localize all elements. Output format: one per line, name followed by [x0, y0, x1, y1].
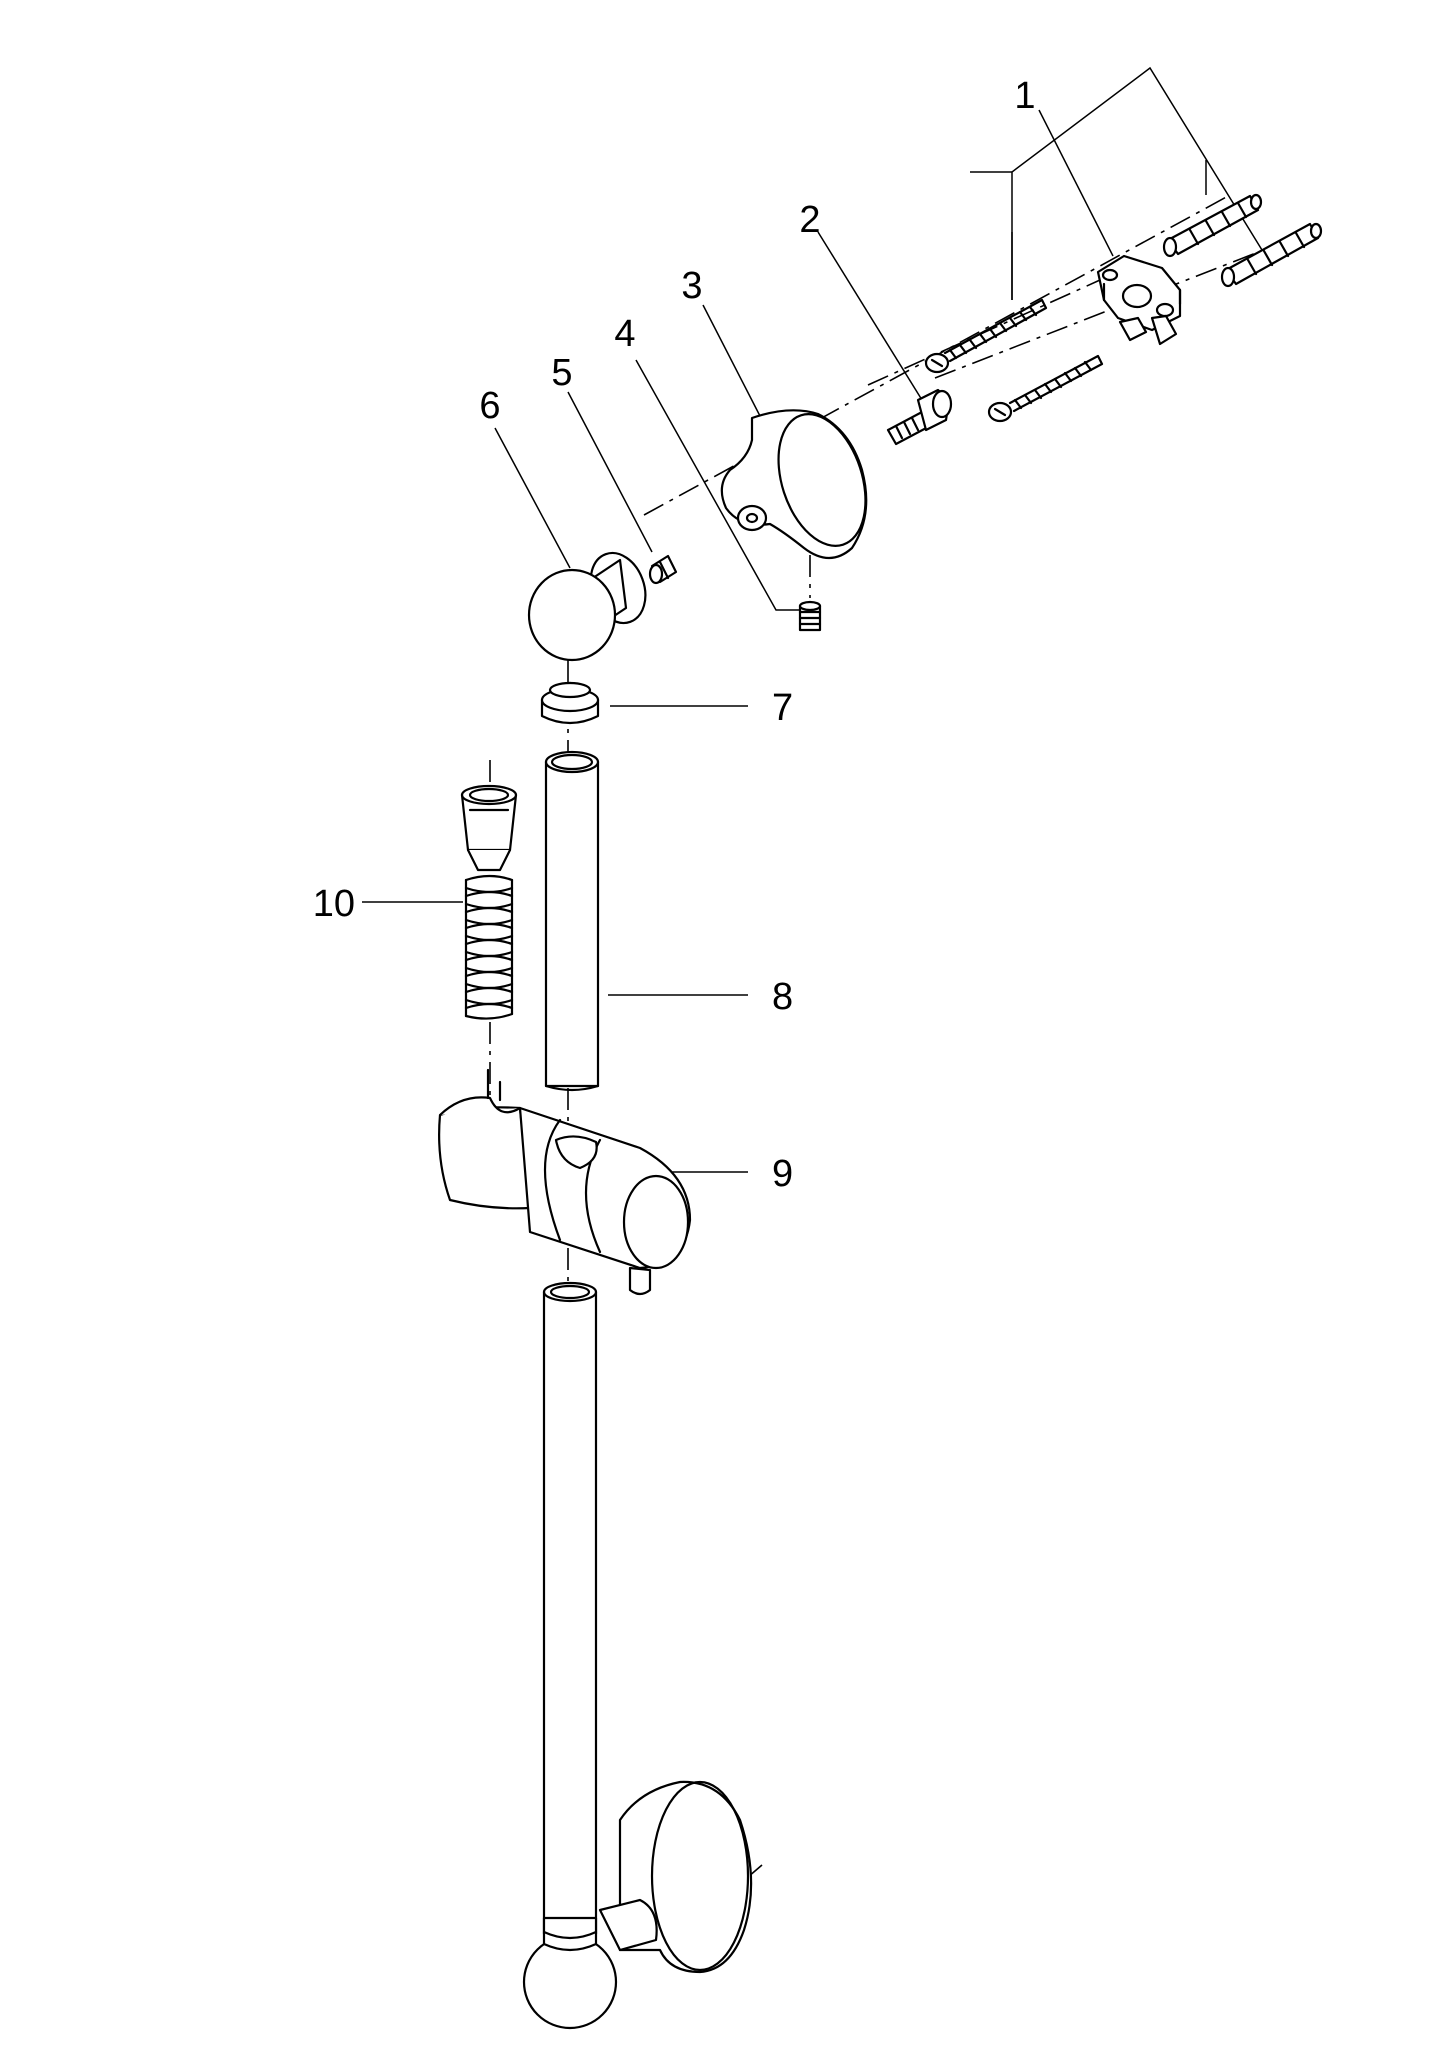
end-ring — [540, 681, 600, 725]
hose-spiral — [464, 874, 514, 1020]
callout-10: 10 — [313, 883, 355, 925]
callout-9: 9 — [772, 1153, 793, 1195]
small-sleeve — [648, 554, 678, 585]
callout-3: 3 — [681, 265, 702, 307]
leader-2 — [817, 231, 923, 401]
hose-connector — [460, 784, 518, 1020]
threaded-nipple — [886, 388, 953, 446]
leader-3 — [702, 304, 761, 417]
bottom-wall-bracket — [598, 1780, 753, 1974]
screw-lower — [987, 354, 1104, 423]
callout-2: 2 — [799, 199, 820, 241]
callout-6: 6 — [479, 385, 500, 427]
leader-4 — [635, 359, 806, 611]
screw-upper — [924, 298, 1048, 374]
callout-labels: 1 2 3 4 5 6 7 8 9 10 — [313, 75, 1036, 1195]
dowel-lower — [1220, 222, 1323, 288]
axis-lines — [489, 194, 1321, 1878]
slider-holder — [438, 1068, 692, 1296]
leader-1 — [1038, 109, 1114, 257]
callout-4: 4 — [614, 313, 635, 355]
leader-lines — [362, 66, 1263, 1173]
wall-fixing-set — [924, 193, 1323, 423]
wall-plate — [1096, 254, 1182, 346]
dowel-upper — [1162, 193, 1263, 258]
wall-bracket — [720, 409, 868, 560]
leader-6 — [494, 427, 571, 569]
callout-8: 8 — [772, 976, 793, 1018]
callout-5: 5 — [551, 352, 572, 394]
bottom-ball-joint — [522, 1916, 618, 2030]
lower-rail — [522, 1281, 753, 2030]
ball-joint — [527, 551, 647, 662]
callout-1: 1 — [1014, 75, 1035, 117]
leader-5 — [567, 391, 653, 553]
upper-tube — [544, 750, 600, 1092]
grub-screw — [798, 600, 822, 632]
callout-7: 7 — [772, 687, 793, 729]
